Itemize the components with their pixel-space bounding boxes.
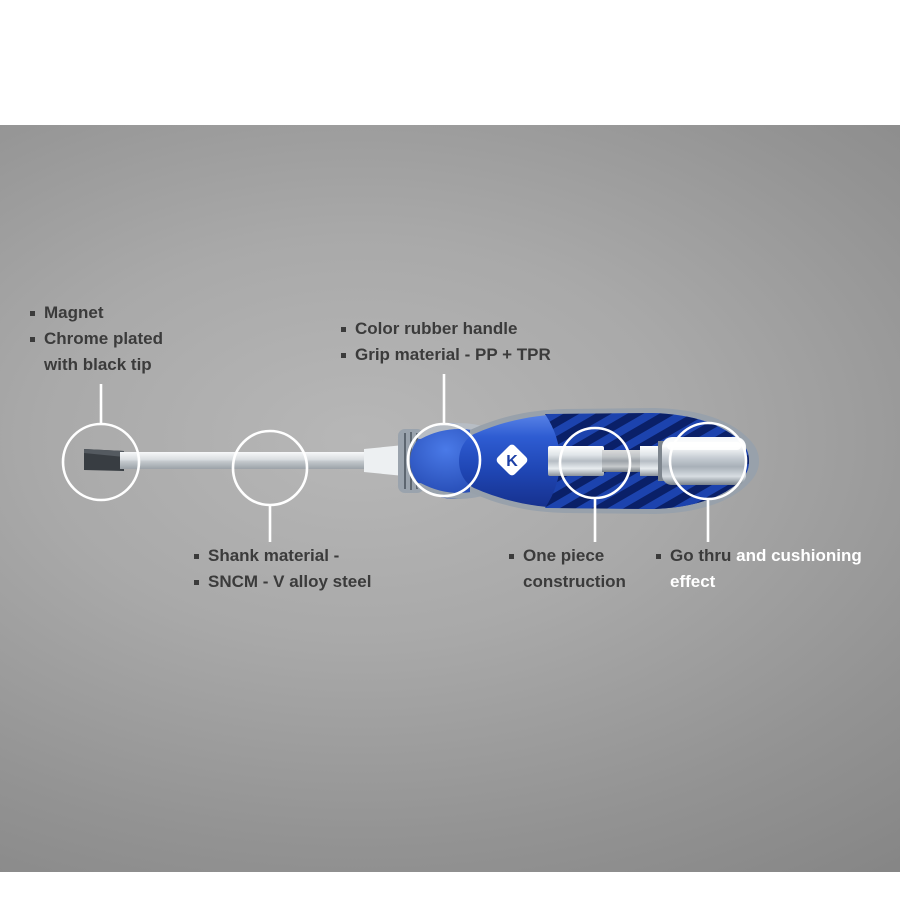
label-text: Magnet xyxy=(44,303,104,322)
label-text: construction xyxy=(523,572,626,591)
top-white-band xyxy=(0,0,900,125)
bottom-white-band xyxy=(0,872,900,900)
label-text: with black tip xyxy=(44,355,152,374)
bullet-icon xyxy=(30,311,35,316)
bullet-icon xyxy=(509,554,514,559)
bullet-icon xyxy=(341,327,346,332)
bullet-icon xyxy=(194,554,199,559)
label-text: One piece xyxy=(523,546,605,565)
bullet-icon xyxy=(341,353,346,358)
bullet-icon xyxy=(30,337,35,342)
label-rubber-handle: Color rubber handle Grip material - PP +… xyxy=(341,316,551,368)
bullet-icon xyxy=(656,554,661,559)
diagram-background xyxy=(0,125,900,872)
label-text: Go thru xyxy=(670,546,732,565)
label-go-thru: Go thru and cushioning effect xyxy=(656,543,862,595)
label-text-white: and cushioning xyxy=(736,546,862,565)
label-text: Color rubber handle xyxy=(355,319,518,338)
label-text: Grip material - PP + TPR xyxy=(355,345,551,364)
label-text-white: effect xyxy=(670,572,716,591)
label-magnet-tip: Magnet Chrome plated with black tip xyxy=(30,300,163,378)
label-one-piece: One piece construction xyxy=(509,543,626,595)
label-text: Shank material - xyxy=(208,546,340,565)
label-text: SNCM - V alloy steel xyxy=(208,572,372,591)
label-shank-material: Shank material - SNCM - V alloy steel xyxy=(194,543,371,595)
bullet-icon xyxy=(194,580,199,585)
label-text: Chrome plated xyxy=(44,329,164,348)
